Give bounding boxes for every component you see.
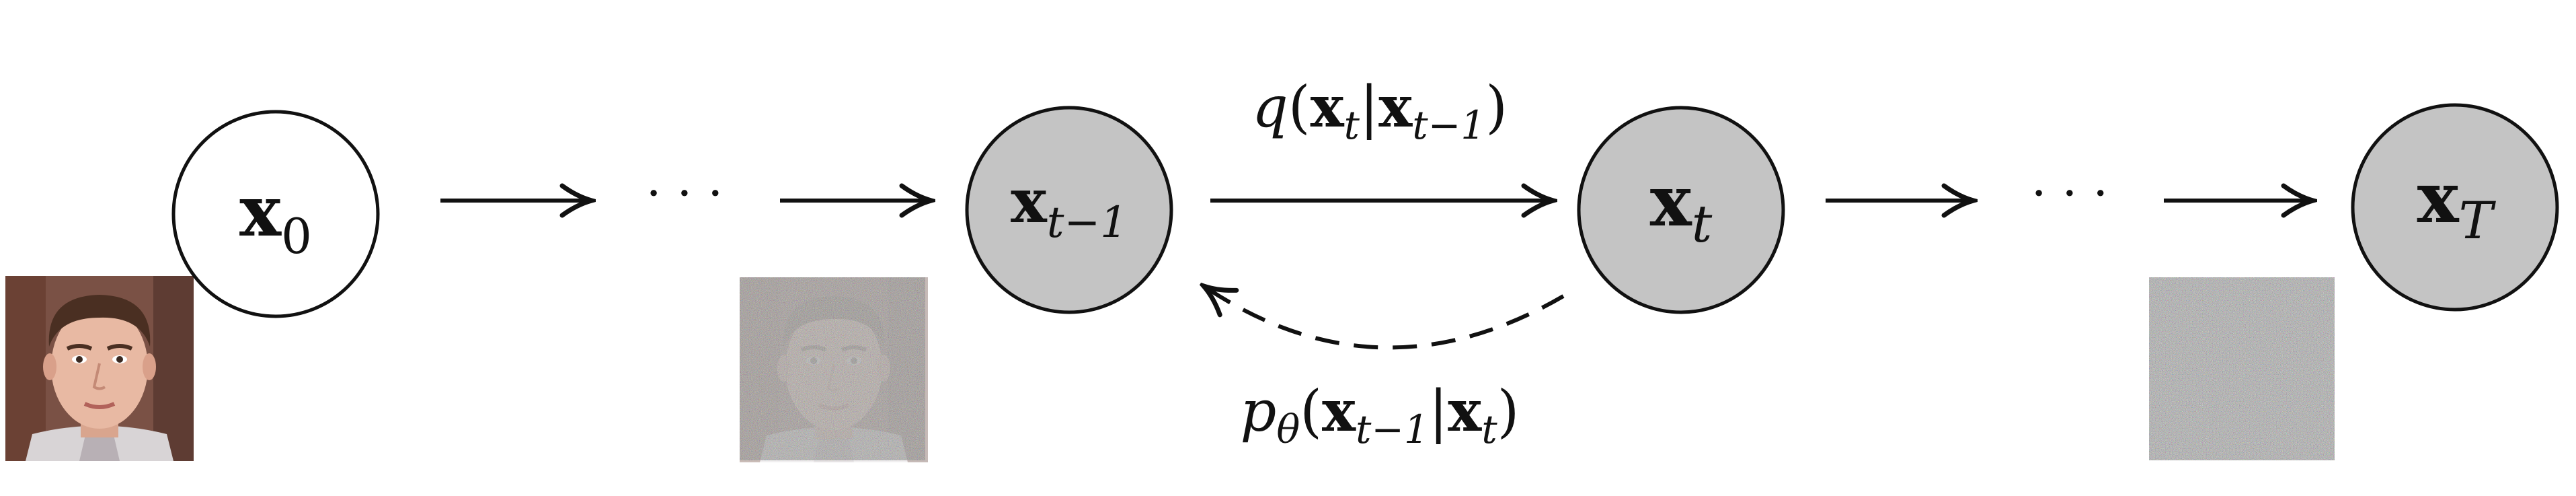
reverse-dashed-arrow	[1204, 286, 1565, 350]
node-xt-minus-1-sub: t−1	[1047, 198, 1128, 248]
node-xT-sub: T	[2459, 190, 2497, 250]
svg-text:xT: xT	[2417, 156, 2497, 250]
node-xt-minus-1-base: x	[1011, 166, 1048, 237]
forward-process-label: q(xt|xt−1)	[1252, 73, 1508, 148]
node-x0-sub: 0	[281, 208, 312, 264]
noisy-face-image	[740, 277, 928, 462]
node-x0: x0	[171, 110, 380, 318]
ellipsis-left: · · ·	[646, 165, 723, 221]
svg-text:x0: x0	[239, 170, 312, 264]
node-xt-base: x	[1650, 160, 1692, 242]
node-xT: xT	[2351, 103, 2559, 312]
pure-noise-image	[2149, 277, 2335, 460]
clean-face-image	[5, 276, 194, 461]
svg-text:xt: xt	[1650, 160, 1713, 254]
node-xT-base: x	[2417, 156, 2460, 239]
reverse-process-label: pθ(xt−1|xt)	[1241, 378, 1520, 452]
svg-text:xt−1: xt−1	[1011, 166, 1128, 248]
node-xt-sub: t	[1692, 194, 1713, 254]
ellipsis-right: · · ·	[2031, 165, 2108, 221]
node-x0-base: x	[239, 170, 282, 252]
node-xt: xt	[1577, 106, 1785, 314]
node-xt-minus-1: xt−1	[965, 106, 1173, 314]
